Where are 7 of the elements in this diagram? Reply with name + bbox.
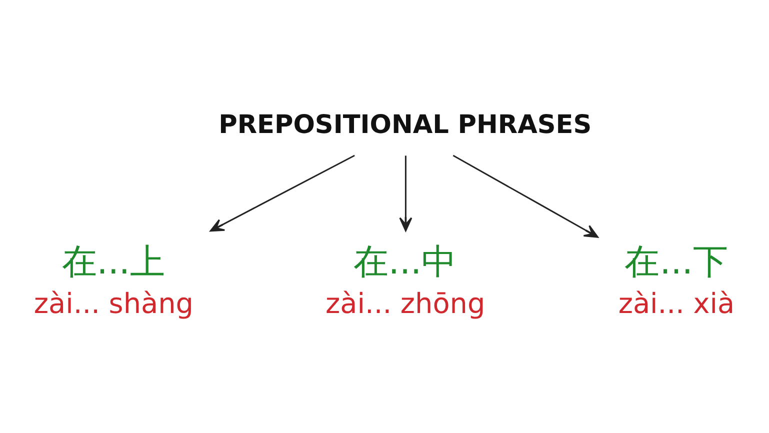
node-text: 在...上 zài... shàng: [34, 242, 194, 320]
arrow: [210, 154, 355, 232]
node-text: 在...中 zài... zhōng: [326, 242, 486, 320]
arrow: [399, 155, 412, 231]
arrow: [452, 154, 598, 238]
node-text: 在...下 zài... xià: [618, 242, 735, 320]
node-text: PREPOSITIONAL PHRASES: [218, 109, 592, 140]
